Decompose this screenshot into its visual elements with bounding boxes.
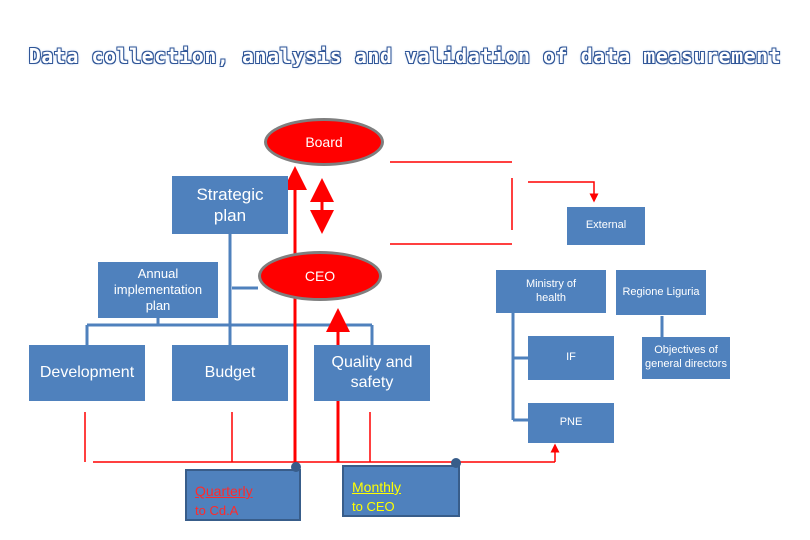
quality-line1: Quality and — [331, 354, 413, 371]
ministry-line2: health — [536, 291, 566, 304]
strategic-plan-line1: Strategic — [196, 184, 264, 204]
monthly-scroll: Monthly to CEO — [342, 465, 460, 517]
external-node: External — [567, 207, 645, 245]
red-connectors — [84, 161, 599, 463]
objectives-line1: Objectives of — [654, 344, 718, 357]
if-label: IF — [566, 351, 576, 364]
monthly-line1: Monthly — [352, 479, 402, 495]
monthly-scroll-curl — [451, 458, 461, 468]
board-label: Board — [305, 134, 343, 150]
quarterly-line2: to Cd.A — [195, 503, 239, 518]
budget-node: Budget — [172, 345, 288, 401]
annual-plan-line1: Annual — [137, 265, 179, 281]
annual-plan-node: Annual implementation plan — [98, 262, 218, 318]
strategic-plan-node: Strategic plan — [172, 176, 288, 234]
annual-plan-line2: implementation — [113, 281, 203, 297]
blue-connectors — [85, 230, 664, 422]
ceo-label: CEO — [304, 268, 336, 284]
external-label: External — [585, 219, 627, 232]
pne-node: PNE — [528, 403, 614, 443]
pne-label: PNE — [559, 416, 583, 429]
ministry-node: Ministry of health — [496, 270, 606, 313]
quality-line2: safety — [350, 374, 394, 391]
if-node: IF — [528, 336, 614, 380]
quarterly-scroll: Quarterly to Cd.A — [185, 469, 301, 521]
quarterly-scroll-curl — [291, 462, 301, 472]
red-arrows — [283, 166, 350, 462]
objectives-line2: general directors — [645, 358, 727, 370]
annual-plan-line3: plan — [145, 298, 171, 314]
board-node: Board — [264, 118, 384, 166]
monthly-line2: to CEO — [352, 499, 395, 514]
regione-liguria-label: Regione Liguria — [622, 285, 700, 298]
development-node: Development — [29, 345, 145, 401]
objectives-node: Objectives of general directors — [642, 337, 730, 379]
quality-safety-node: Quality and safety — [314, 345, 430, 401]
ceo-node: CEO — [258, 251, 382, 301]
diagram-title: Data collection, analysis and validation… — [28, 44, 782, 68]
quarterly-line1: Quarterly — [195, 483, 253, 499]
ministry-line1: Ministry of — [525, 277, 577, 290]
development-label: Development — [39, 364, 135, 381]
budget-label: Budget — [204, 364, 256, 381]
strategic-plan-line2: plan — [213, 206, 247, 225]
regione-liguria-node: Regione Liguria — [616, 270, 706, 315]
